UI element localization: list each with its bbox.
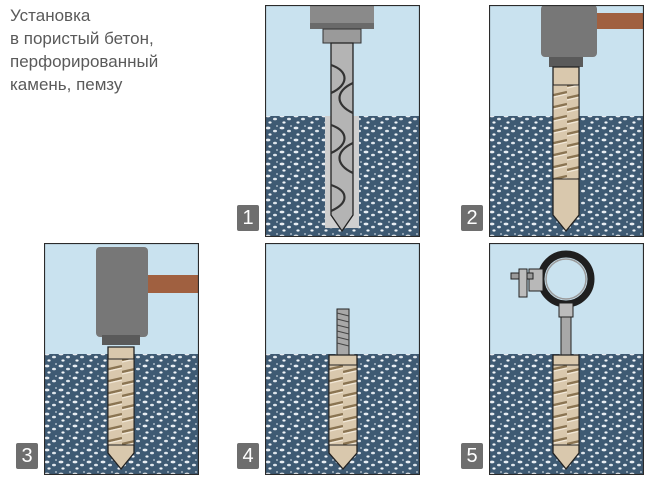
step-3-panel: 3: [16, 243, 199, 475]
step-3-illustration: [44, 243, 199, 475]
step-5-illustration: [489, 243, 644, 475]
step-1-panel: 1: [237, 5, 420, 237]
step-4-panel: 4: [237, 243, 420, 475]
step-2-illustration: [489, 5, 644, 237]
step-3-badge: 3: [16, 443, 38, 469]
instructions-title: Установка в пористый бетон, перфорирован…: [10, 4, 230, 96]
step-4-illustration: [265, 243, 420, 475]
step-5-panel: 5: [461, 243, 644, 475]
step-5-badge: 5: [461, 443, 483, 469]
title-line-4: камень, пемзу: [10, 75, 123, 94]
title-line-2: в пористый бетон,: [10, 29, 154, 48]
step-2-badge: 2: [461, 205, 483, 231]
step-2-panel: 2: [461, 5, 644, 237]
step-4-badge: 4: [237, 443, 259, 469]
title-line-1: Установка: [10, 6, 91, 25]
title-line-3: перфорированный: [10, 52, 159, 71]
step-1-illustration: [265, 5, 420, 237]
step-1-badge: 1: [237, 205, 259, 231]
